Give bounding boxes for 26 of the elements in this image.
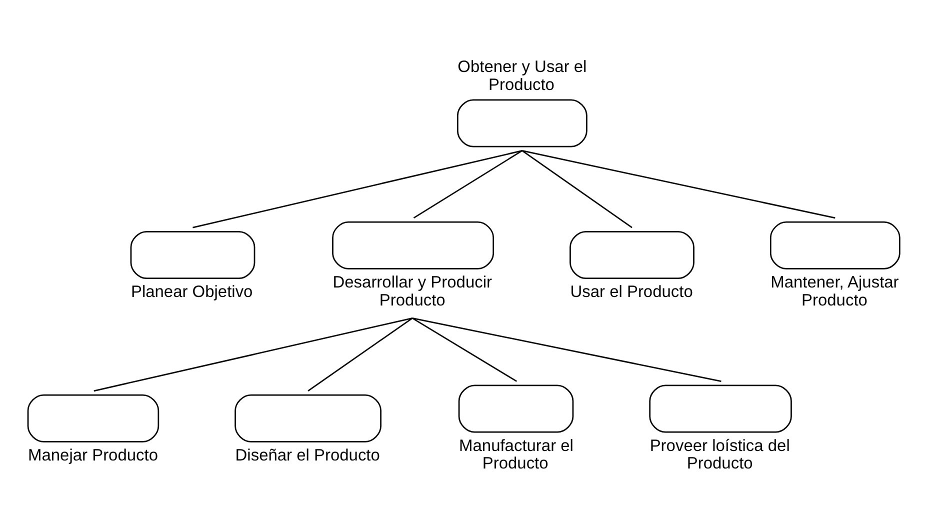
node-label: Desarrollar y Producir Producto	[332, 273, 492, 310]
connector	[412, 318, 518, 382]
node-label: Usar el Producto	[570, 283, 693, 302]
connector	[192, 150, 522, 228]
node-label: Planear Objetivo	[130, 283, 253, 302]
node-label: Manufacturar el Producto	[459, 436, 574, 473]
node-label: Obtener y Usar el Producto	[458, 58, 587, 94]
node-box	[332, 221, 494, 270]
node-box	[770, 221, 900, 270]
node-box	[649, 384, 792, 433]
node-box	[130, 231, 256, 280]
node-label: Diseñar el Producto	[235, 446, 380, 464]
node-box	[27, 394, 160, 442]
node-label: Manejar Producto	[28, 446, 158, 464]
node-label: Mantener, Ajustar Producto	[770, 273, 899, 310]
node-box	[570, 231, 694, 280]
connector	[412, 317, 722, 382]
connector	[522, 150, 836, 219]
node-box	[456, 99, 588, 148]
connector	[308, 318, 413, 392]
connector	[413, 150, 523, 219]
connector	[94, 317, 413, 392]
node-box	[234, 394, 382, 442]
node-box	[458, 384, 574, 433]
node-label: Proveer loística del Producto	[650, 436, 790, 473]
connector	[522, 150, 632, 228]
